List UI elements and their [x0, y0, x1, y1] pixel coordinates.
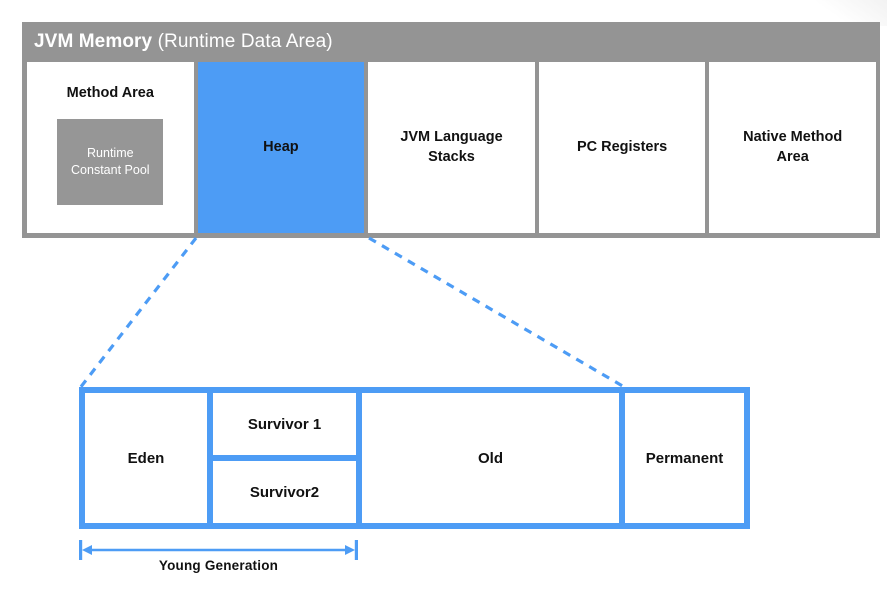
runtime-constant-pool-box[interactable]: Runtime Constant Pool	[57, 118, 164, 205]
memory-box-native-method-area[interactable]: Native Method Area	[709, 62, 876, 233]
heap-detail-frame: Eden Survivor 1 Survivor2 Old Permanent	[79, 387, 750, 529]
runtime-data-area-row: Method Area Runtime Constant Pool Heap J…	[27, 62, 876, 233]
heap-region-permanent[interactable]: Permanent	[625, 393, 744, 523]
jvm-memory-title-light: (Runtime Data Area)	[152, 31, 333, 52]
jvm-language-stacks-label: JVM Language Stacks	[400, 128, 503, 165]
native-method-area-label: Native Method Area	[743, 128, 843, 165]
jvm-memory-title: JVM Memory (Runtime Data Area)	[22, 22, 880, 62]
survivor-1-label: Survivor 1	[247, 415, 322, 433]
memory-box-pc-registers[interactable]: PC Registers	[538, 62, 706, 233]
method-area-label: Method Area	[66, 85, 154, 101]
heap-region-survivor-2[interactable]: Survivor2	[213, 461, 356, 523]
permanent-label: Permanent	[645, 449, 724, 467]
memory-box-heap[interactable]: Heap	[197, 62, 365, 233]
heap-region-survivors: Survivor 1 Survivor2	[213, 393, 356, 523]
pc-registers-label: PC Registers	[576, 138, 668, 155]
eden-label: Eden	[127, 449, 165, 467]
connector-line-right	[368, 236, 627, 390]
memory-box-method-area[interactable]: Method Area Runtime Constant Pool	[27, 62, 194, 233]
young-generation-measure-arrow	[79, 540, 358, 560]
measure-arrowhead-right	[345, 545, 355, 555]
heap-region-eden[interactable]: Eden	[85, 393, 207, 523]
heap-label: Heap	[263, 138, 299, 155]
measure-arrowhead-left	[82, 545, 92, 555]
memory-box-jvm-language-stacks[interactable]: JVM Language Stacks	[368, 62, 535, 233]
young-generation-label: Young Generation	[158, 558, 279, 573]
jvm-memory-title-strong: JVM Memory	[34, 31, 153, 52]
connector-line-left	[78, 237, 198, 389]
runtime-constant-pool-label: Runtime Constant Pool	[71, 145, 150, 177]
heap-region-survivor-1[interactable]: Survivor 1	[213, 393, 356, 455]
survivor-2-label: Survivor2	[249, 483, 320, 501]
heap-region-old[interactable]: Old	[362, 393, 619, 523]
old-label: Old	[478, 449, 503, 467]
jvm-memory-frame: JVM Memory (Runtime Data Area) Method Ar…	[22, 22, 880, 238]
